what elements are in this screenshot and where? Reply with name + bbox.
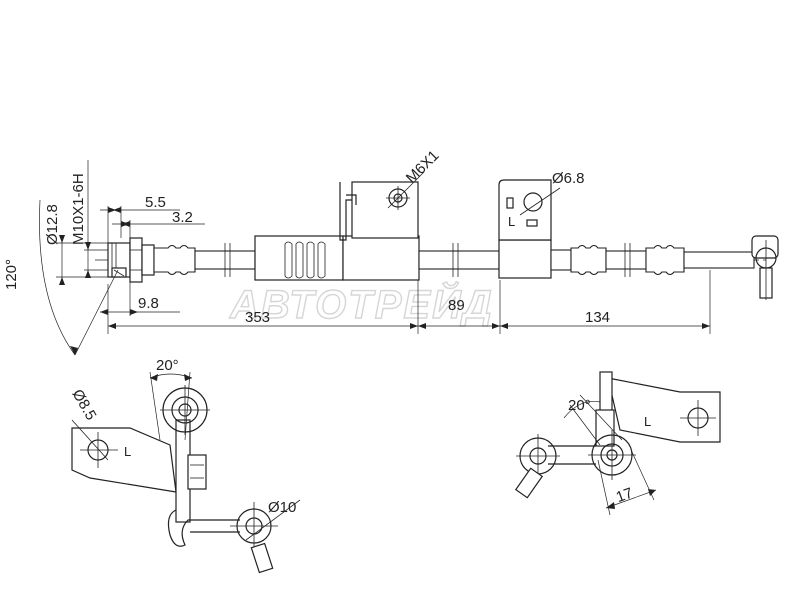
dim-89-label: 89: [448, 297, 465, 314]
bolt-thread-label: M6X1: [403, 147, 443, 187]
dim-thread-diameter: M10X1-6H Ø12.8: [44, 160, 108, 285]
angle-120-label: 120°: [3, 259, 20, 290]
dim-5-5-label: 5.5: [145, 194, 166, 211]
bracket-l-mark: L: [508, 214, 515, 229]
bracket-m6: [339, 171, 425, 281]
right-end-view: L 20° 17: [514, 371, 721, 516]
dim-3-2-label: 3.2: [172, 209, 193, 226]
right-banjo-fitting: [751, 235, 779, 300]
bracket-6-8: [498, 179, 561, 279]
main-hose-view: 353 89 134 9.8 5.5 3.2: [3, 147, 779, 356]
angle-left-20-label: 20°: [156, 357, 179, 374]
dim-9-8: 9.8: [100, 282, 180, 316]
left-fitting: [107, 237, 155, 283]
diameter-12-8-label: Ø12.8: [44, 204, 61, 245]
dim-17-label: 17: [614, 485, 635, 507]
angle-120: 120°: [3, 199, 119, 356]
angle-right-20-label: 20°: [568, 397, 591, 414]
hole-8-5-label: Ø8.5: [69, 387, 100, 424]
right-bracket-l-mark: L: [644, 414, 651, 429]
hole-6-8-label: Ø6.8: [552, 170, 585, 187]
middle-sleeve: [254, 235, 344, 281]
dim-353-label: 353: [245, 309, 270, 326]
left-bracket-l-mark: L: [124, 444, 131, 459]
banjo-10-label: Ø10: [268, 499, 296, 516]
left-hose-section: [153, 243, 256, 277]
dim-small-offsets: 5.5 3.2: [100, 194, 205, 243]
dim-134-label: 134: [585, 309, 610, 326]
left-end-view: L Ø10 Ø8.5 20°: [69, 357, 301, 574]
thread-label: M10X1-6H: [70, 173, 87, 245]
dim-9-8-label: 9.8: [138, 295, 159, 312]
right-hose-section: [550, 243, 755, 277]
center-hose-section: [418, 243, 500, 277]
length-dimensions: 353 89 134: [107, 270, 711, 334]
watermark-text: АВТОТРЕЙД: [229, 280, 494, 327]
